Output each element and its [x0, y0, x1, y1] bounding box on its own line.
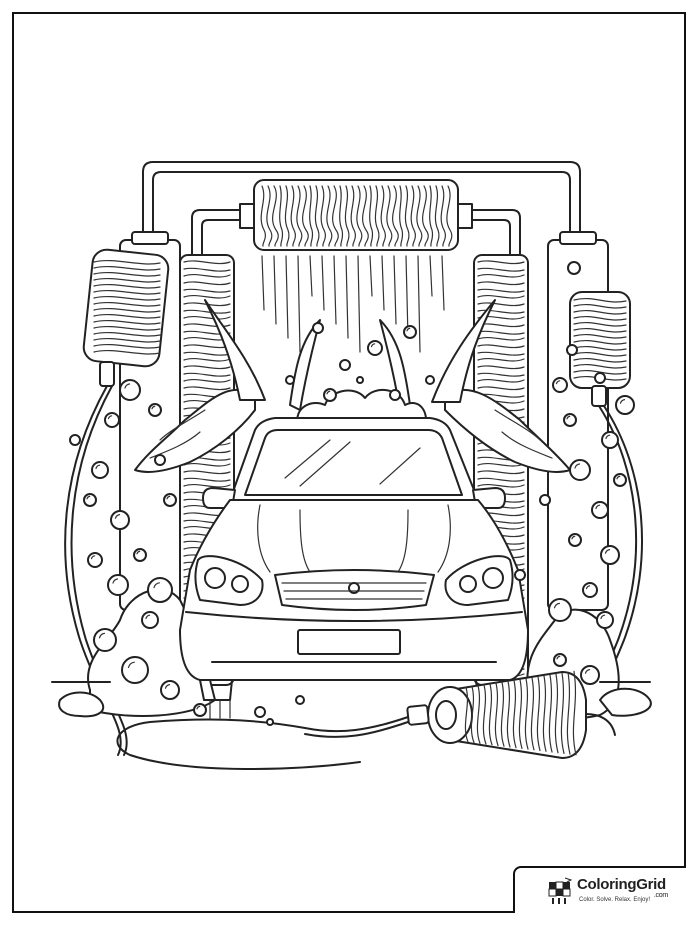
soap-bubble-icon	[69, 322, 635, 726]
brand-tagline: Color. Solve. Relax. Enjoy!	[579, 897, 651, 903]
brand-domain: .com	[653, 892, 668, 899]
brand-logo-icon	[548, 877, 573, 904]
suds-right	[526, 608, 652, 720]
floor-roller-brush-icon	[116, 670, 616, 770]
right-wash-post	[547, 231, 609, 611]
water-spray-icon	[261, 255, 445, 353]
brand-badge[interactable]: ColoringGrid.com Color. Solve. Relax. En…	[513, 866, 686, 913]
top-roller-brush-icon	[253, 179, 459, 251]
left-hanging-brush-icon	[64, 248, 170, 756]
car-icon	[179, 417, 529, 719]
brand-name: ColoringGrid.com	[577, 876, 668, 899]
splash-left	[134, 299, 321, 473]
